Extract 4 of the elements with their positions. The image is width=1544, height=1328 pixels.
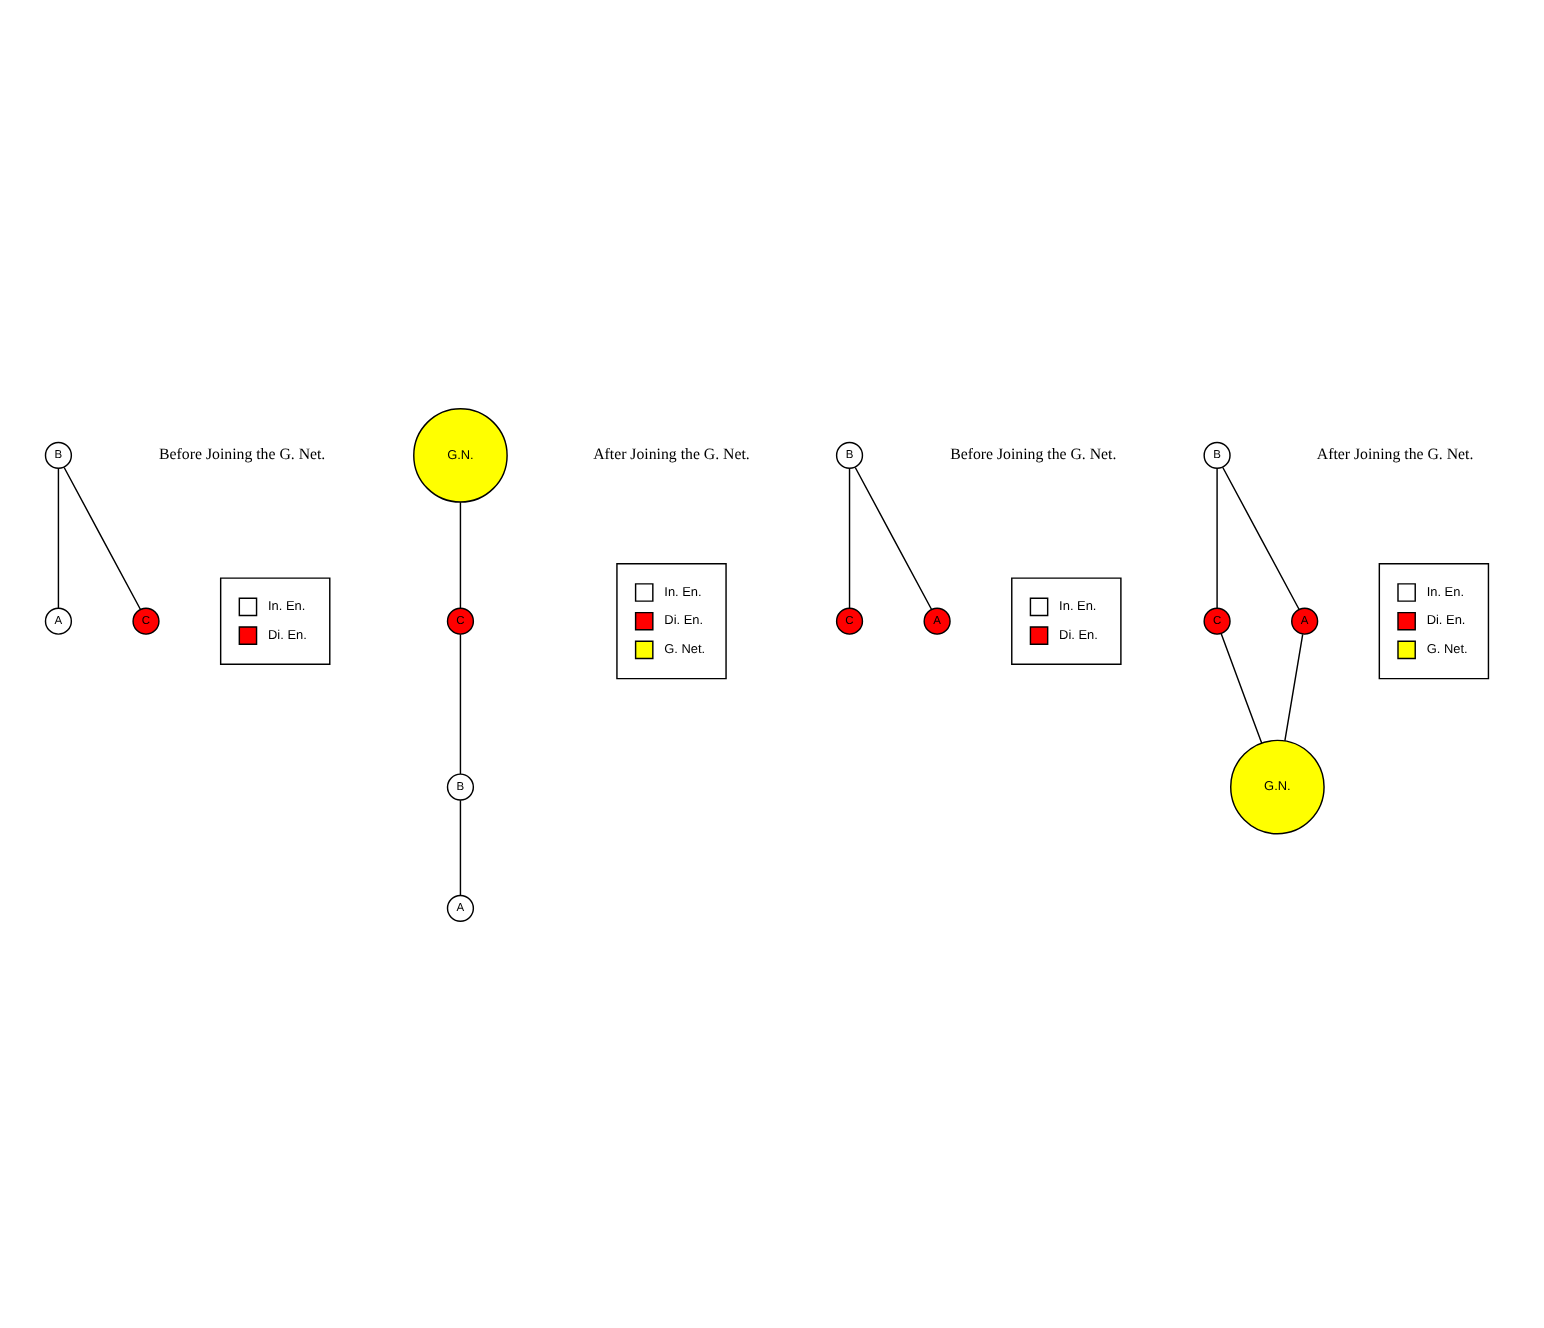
label: Before Joining the G. Net.: [950, 444, 1117, 463]
label: After Joining the G. Net.: [1316, 444, 1474, 463]
label: After Joining the G. Net.: [593, 444, 750, 463]
label: Before Joining the G. Net.: [159, 444, 326, 463]
